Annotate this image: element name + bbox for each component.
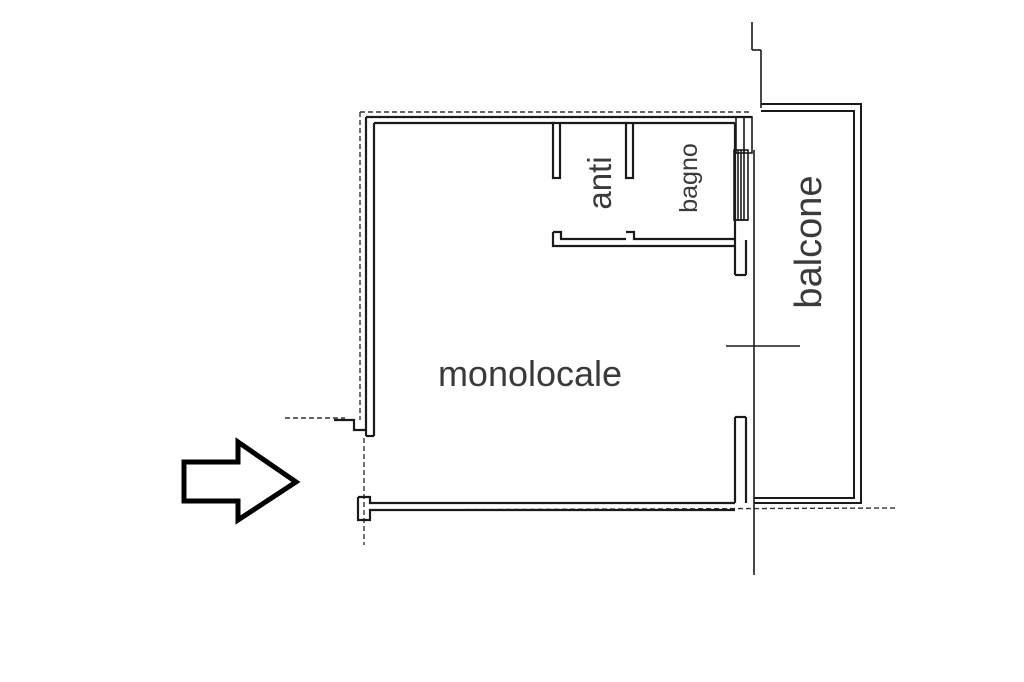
right-arrow-icon	[181, 437, 301, 525]
room-label-balcone: balcone	[788, 175, 830, 308]
technical-shaft	[733, 116, 753, 221]
room-label-monolocale: monolocale	[438, 353, 622, 394]
room-label-bagno: bagno	[675, 143, 703, 213]
room-walls	[334, 115, 752, 522]
room-label-anti: anti	[581, 156, 618, 209]
axis-line	[726, 22, 800, 575]
bathroom-partitions	[551, 121, 735, 248]
balcony-outline	[754, 103, 862, 504]
